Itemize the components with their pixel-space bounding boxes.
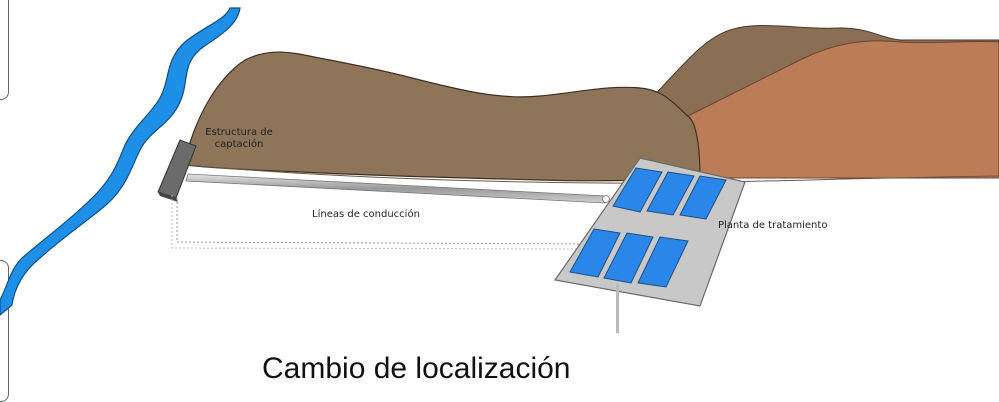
conduction-pipe	[185, 173, 607, 204]
dashed-line	[176, 198, 589, 245]
treatment-plant	[553, 157, 746, 333]
ground-line	[184, 164, 999, 184]
intake-structure	[157, 139, 197, 202]
intake-label: Estructura de captación	[205, 127, 273, 150]
caption: Cambio de localización	[262, 352, 571, 385]
site-diagram	[0, 7, 999, 333]
plant-label: Planta de tratamiento	[718, 220, 828, 231]
conduction-label: Líneas de conducción	[312, 209, 420, 220]
rust-hill	[679, 40, 999, 179]
river	[0, 7, 241, 316]
dashed-line-2	[171, 195, 586, 250]
main-hill	[184, 51, 701, 182]
